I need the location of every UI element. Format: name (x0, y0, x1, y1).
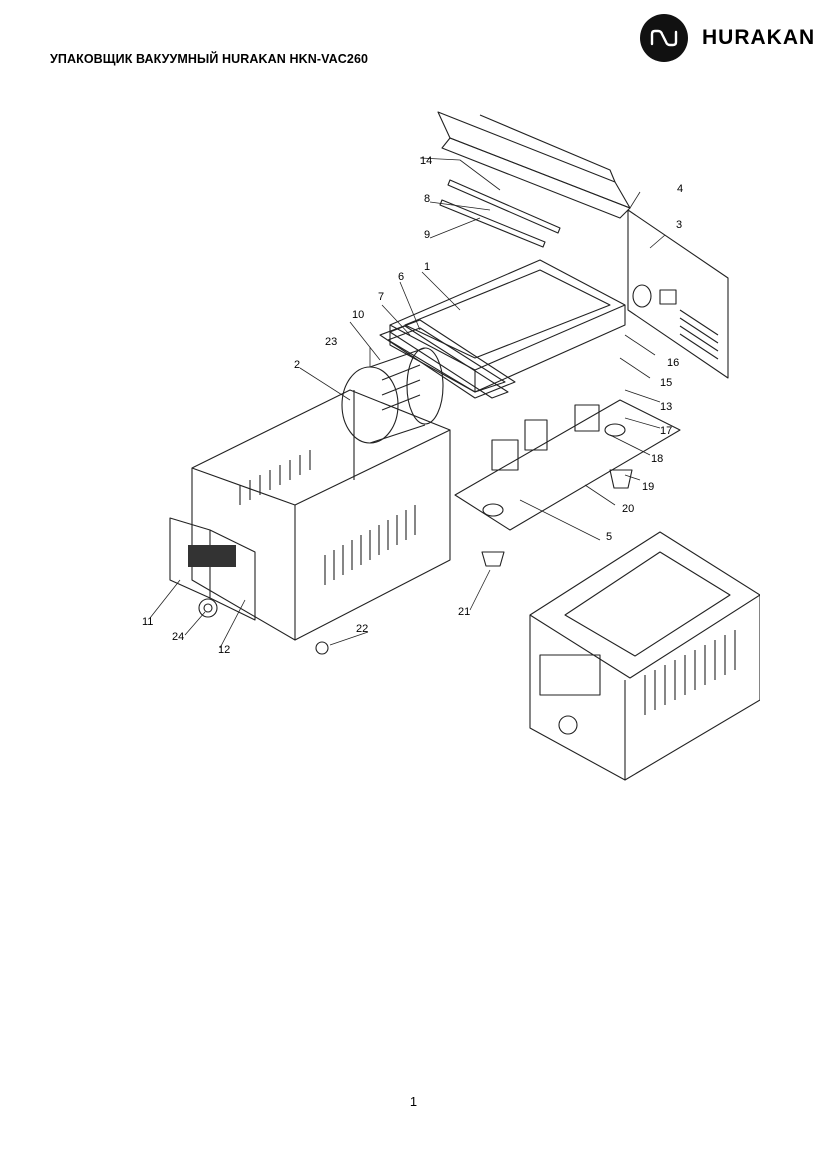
callout-18: 18 (651, 453, 663, 465)
callout-6: 6 (398, 271, 404, 283)
callout-8: 8 (424, 193, 430, 205)
callout-1: 1 (424, 261, 430, 273)
callout-2: 2 (294, 359, 300, 371)
callout-10: 10 (352, 309, 364, 321)
housing (191, 389, 451, 641)
callout-13: 13 (660, 401, 672, 413)
callout-7: 7 (378, 291, 384, 303)
seal-frame (379, 319, 516, 399)
hurakan-logo-icon (640, 14, 688, 62)
callout-17: 17 (660, 425, 672, 437)
vacuum-chamber (389, 259, 626, 393)
callout-14: 14 (420, 155, 432, 167)
knob-part (315, 641, 329, 655)
assembled-unit (529, 531, 760, 781)
exploded-parts-diagram: 14 8 9 4 3 1 6 7 10 23 2 16 15 13 17 18 … (142, 111, 760, 781)
callout-15: 15 (660, 377, 672, 389)
document-title: УПАКОВЩИК ВАКУУМНЫЙ HURAKAN HKN-VAC260 (50, 52, 369, 66)
brand-logo: HURAKAN (640, 14, 815, 64)
page-number: 1 (409, 1094, 418, 1109)
callout-16: 16 (667, 357, 679, 369)
base-plate (454, 399, 681, 531)
callout-20: 20 (622, 503, 634, 515)
callout-24: 24 (172, 631, 184, 643)
foot-part (609, 469, 633, 489)
control-panel (169, 517, 256, 621)
callout-21: 21 (458, 606, 470, 618)
housing-vents (239, 450, 416, 585)
callout-9: 9 (424, 229, 430, 241)
callout-19: 19 (642, 481, 654, 493)
callout-labels: 14 8 9 4 3 1 6 7 10 23 2 16 15 13 17 18 … (142, 155, 683, 656)
brand-name: HURAKAN (702, 26, 816, 49)
sealing-bars (439, 179, 561, 248)
callout-23: 23 (325, 336, 337, 348)
foot-21-part (481, 551, 505, 567)
leader-lines (149, 157, 666, 649)
callout-5: 5 (606, 531, 612, 543)
callout-4: 4 (677, 183, 683, 195)
vacuum-pump (341, 347, 444, 444)
callout-11: 11 (142, 616, 153, 628)
callout-22: 22 (356, 623, 368, 635)
back-panel (627, 209, 729, 379)
callout-3: 3 (676, 219, 682, 231)
callout-12: 12 (218, 644, 230, 656)
